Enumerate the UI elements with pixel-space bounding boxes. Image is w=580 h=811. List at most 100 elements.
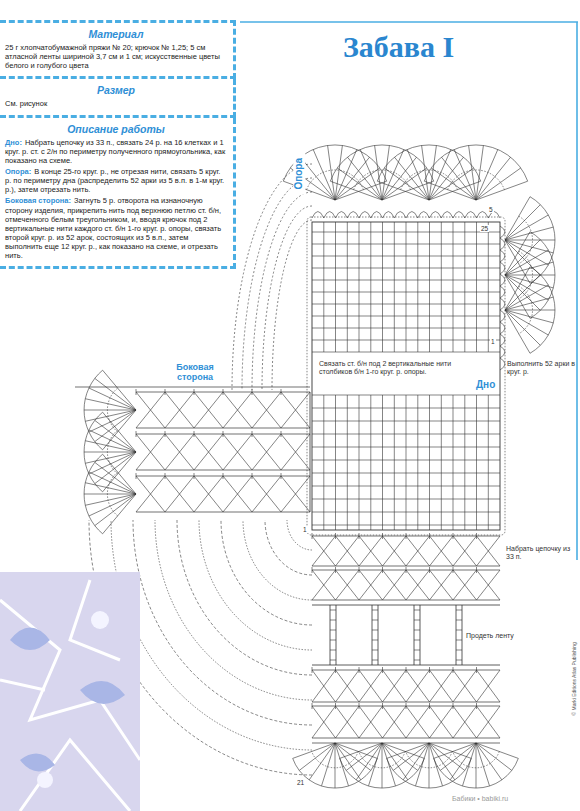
chain-loop <box>500 238 505 250</box>
stitch-tick <box>165 431 166 437</box>
chain-loop <box>500 274 505 286</box>
fan-stitch <box>84 452 136 453</box>
base-chain <box>307 217 505 535</box>
stitch-tick <box>335 667 336 673</box>
lattice-stitch <box>359 706 383 738</box>
fan-stitch <box>403 743 429 780</box>
chain-loop <box>500 298 505 310</box>
ribbon-bar <box>462 605 463 665</box>
fan-stitch <box>335 743 371 770</box>
lattice-stitch <box>453 670 477 702</box>
grid-stitch <box>323 395 324 530</box>
lattice-stitch <box>453 706 477 738</box>
lattice-stitch <box>383 570 407 600</box>
joining-arc <box>265 520 312 575</box>
stitch-tick <box>136 473 137 479</box>
fan-stitch <box>505 275 530 318</box>
lattice-stitch <box>383 670 407 702</box>
lattice-stitch <box>281 392 310 428</box>
page-frame <box>240 22 578 560</box>
grid-stitch <box>323 222 324 352</box>
lattice-stitch <box>194 434 223 470</box>
stitch-tick <box>359 567 360 573</box>
stitch-tick <box>312 667 313 673</box>
lattice-stitch <box>336 570 360 600</box>
fan-stitch <box>84 494 136 495</box>
stitch-tick <box>359 703 360 709</box>
lattice-stitch <box>477 706 501 738</box>
lattice-stitch <box>252 434 281 470</box>
grid-stitch <box>429 222 430 352</box>
grid-stitch <box>382 222 383 352</box>
lattice-stitch <box>430 536 454 566</box>
paragraph: Описание работы <box>5 123 227 135</box>
grid-stitch <box>441 395 442 530</box>
grid-stitch <box>335 395 336 530</box>
grid-stitch <box>359 222 360 352</box>
chain-loop <box>312 212 324 219</box>
stitch-tick <box>281 431 282 437</box>
lattice-stitch <box>223 434 252 470</box>
fan-stitch <box>95 378 136 410</box>
stitch-tick <box>281 389 282 395</box>
stitch-tick <box>414 640 420 641</box>
photo-flower <box>37 772 53 788</box>
grid-stitch <box>417 222 418 352</box>
lattice-stitch <box>359 570 383 600</box>
fan-chain <box>519 286 533 334</box>
joining-arc <box>287 520 312 550</box>
lattice-stitch <box>136 434 165 470</box>
stitch-tick <box>382 533 383 539</box>
lattice-stitch <box>477 706 501 738</box>
stitch-tick <box>252 389 253 395</box>
stitch-tick <box>372 650 378 651</box>
lattice-stitch <box>165 434 194 470</box>
chain-loop <box>394 212 406 219</box>
fan-stitch <box>382 743 383 788</box>
lattice-stitch <box>223 434 252 470</box>
fan-stitch <box>299 743 335 770</box>
photo <box>0 572 140 811</box>
stitch-tick <box>136 389 137 395</box>
fan-stitch <box>382 743 408 780</box>
chain-loop <box>465 212 477 219</box>
frame-line <box>576 22 578 560</box>
lattice-stitch <box>136 434 165 470</box>
watermark: Бабики • babiki.ru <box>452 795 508 803</box>
fan-chain <box>107 430 117 474</box>
fan-stitch <box>103 412 136 452</box>
fan-stitch <box>335 743 377 758</box>
panel-heading: Описание работы <box>5 123 227 135</box>
fan-stitch <box>505 285 548 310</box>
lattice-stitch <box>312 570 336 600</box>
panel-text: 25 г хлопчатобумажной пряжи № 20; крючок… <box>5 43 227 70</box>
chain-loop <box>500 322 505 334</box>
joining-arc <box>252 192 312 390</box>
lattice-stitch <box>281 476 310 512</box>
copyright: © Marki Editions Atlas Publishing <box>572 604 578 754</box>
lattice-stitch <box>406 670 430 702</box>
lattice-stitch <box>136 392 165 428</box>
lattice-stitch <box>430 570 454 600</box>
fan-stitch <box>346 743 382 770</box>
lattice-stitch <box>359 536 383 566</box>
lattice-stitch <box>165 476 194 512</box>
lattice-stitch <box>252 476 281 512</box>
stitch-tick <box>165 389 166 395</box>
joining-arc <box>221 520 312 625</box>
fan-stitch <box>382 743 396 786</box>
step-name: Опора: <box>5 167 31 176</box>
lattice-stitch <box>430 706 454 738</box>
fan-stitch <box>505 215 548 240</box>
stitch-tick <box>456 620 462 621</box>
photo-ribbon <box>10 628 125 772</box>
fan-stitch <box>322 743 336 786</box>
fan-stitch <box>505 240 530 283</box>
fan-stitch <box>463 743 477 786</box>
paragraph: См. рисунок <box>5 99 227 108</box>
fan-stitch <box>85 494 136 505</box>
joining-arc <box>242 178 312 390</box>
stitch-tick <box>312 703 313 709</box>
lattice-stitch <box>252 392 281 428</box>
panel-text: См. рисунок <box>5 99 227 108</box>
